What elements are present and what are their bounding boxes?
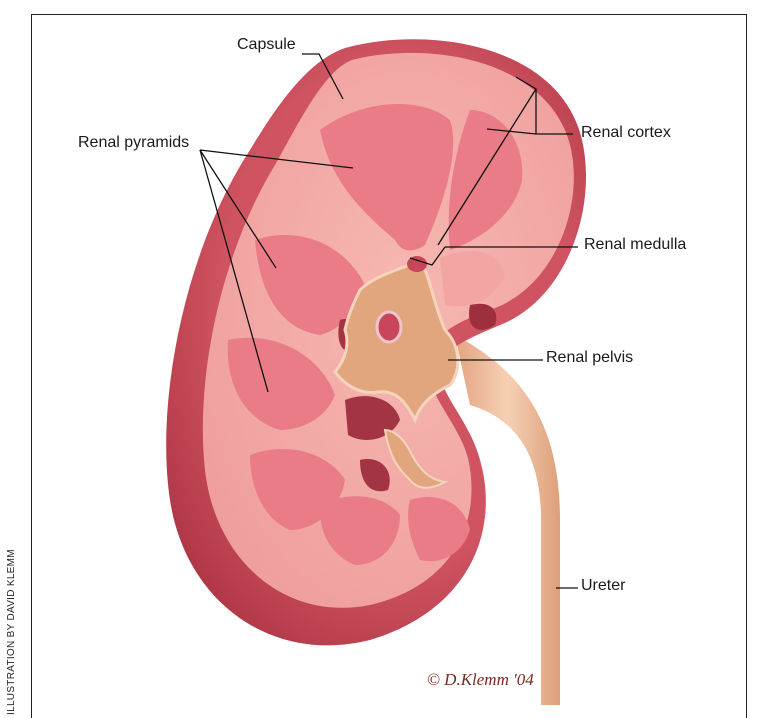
renal-pelvis-label: Renal pelvis xyxy=(546,349,633,367)
renal-medulla-label: Renal medulla xyxy=(584,236,686,254)
ureter-label: Ureter xyxy=(581,577,625,595)
renal-cortex-label: Renal cortex xyxy=(581,124,671,142)
renal-pyramids-label: Renal pyramids xyxy=(78,134,189,152)
capsule-label: Capsule xyxy=(237,36,296,54)
artist-signature: © D.Klemm '04 xyxy=(427,670,534,690)
renal-papilla xyxy=(377,312,401,342)
illustration-credit: ILLUSTRATION BY DAVID KLEMM xyxy=(6,549,17,715)
